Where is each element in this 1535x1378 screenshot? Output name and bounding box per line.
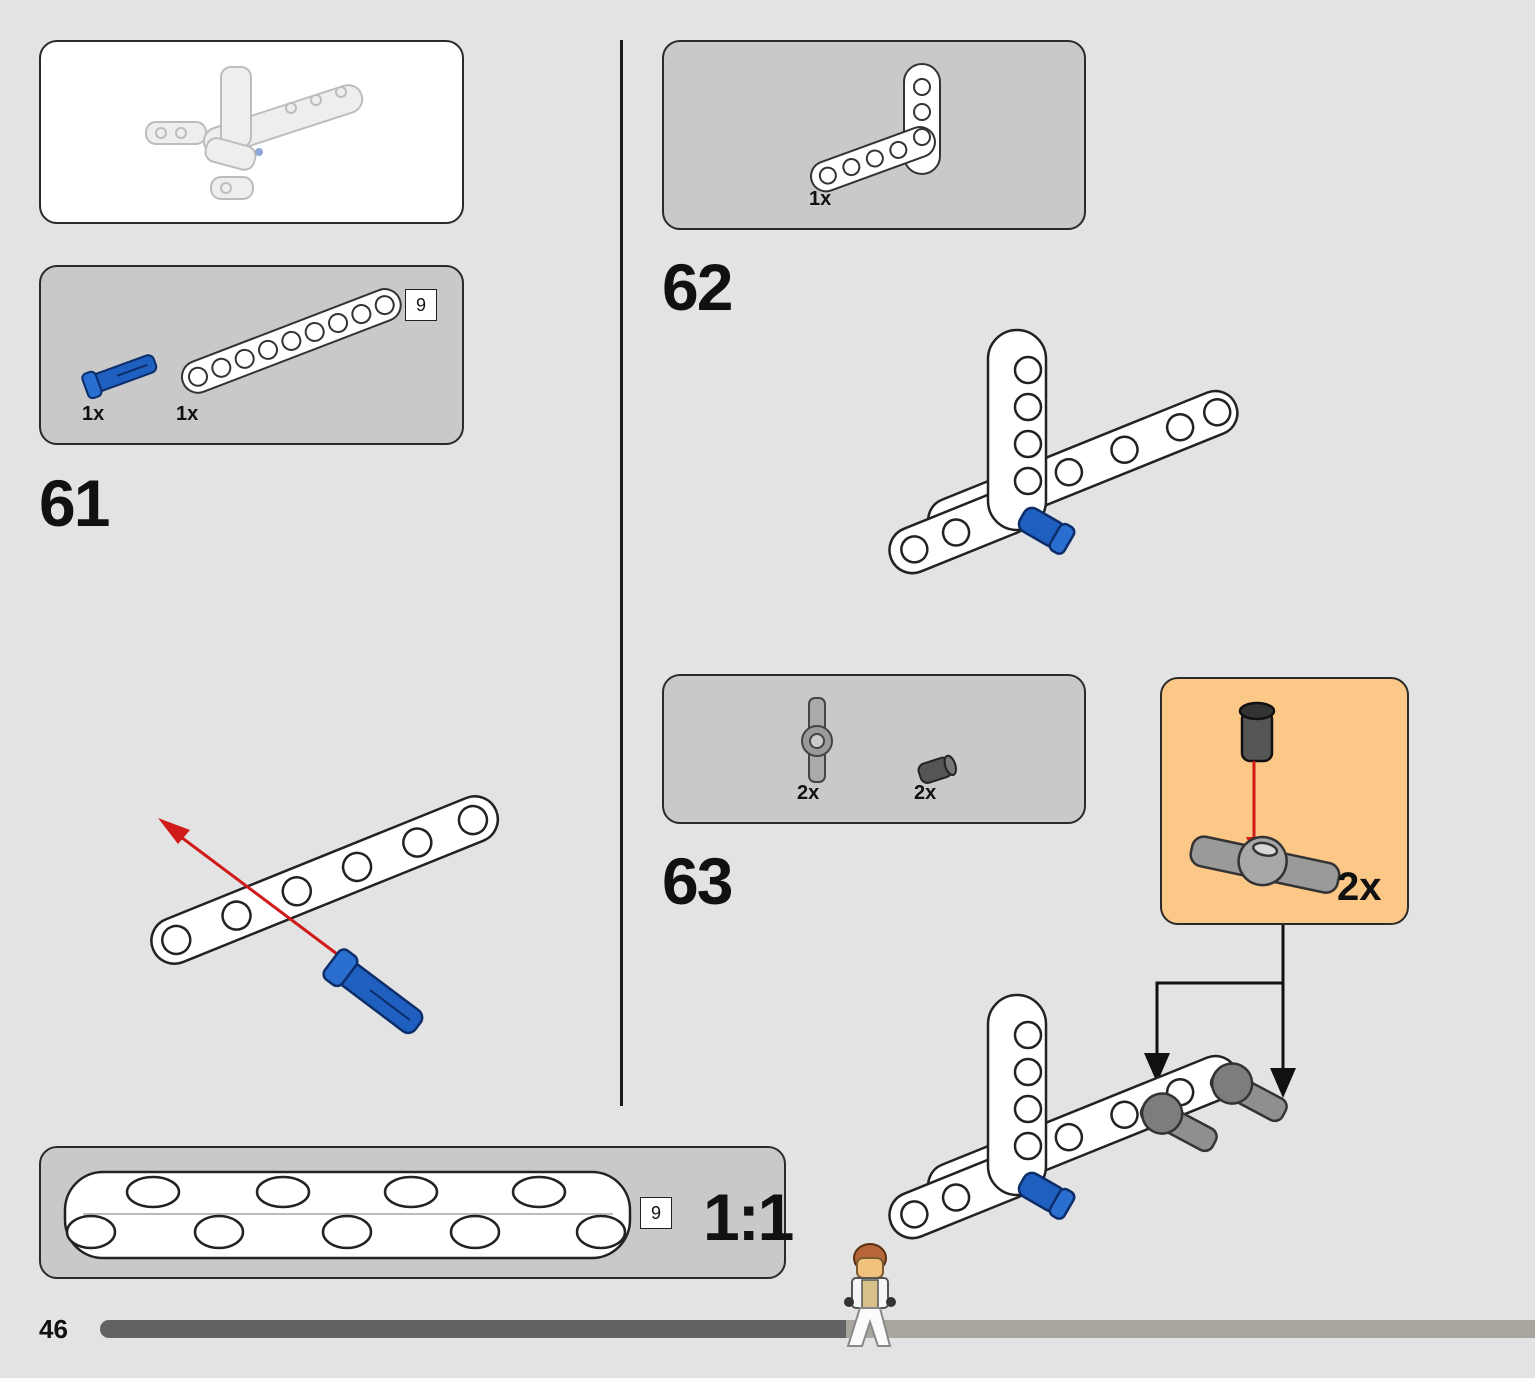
part-qty-blue-pin: 1x <box>82 403 105 425</box>
blue-pin-icon <box>81 354 158 400</box>
step-number-61: 61 <box>39 466 110 540</box>
callout-connector-arrows <box>1144 925 1296 1098</box>
subassembly-qty: 2x <box>1337 865 1382 909</box>
part-qty-beam: 1x <box>176 403 199 425</box>
dark-gray-pin-icon <box>917 754 957 784</box>
progress-bar <box>100 1320 1535 1338</box>
step62-parts-panel: 1x <box>662 40 1086 230</box>
part-qty-dark-pin: 2x <box>914 782 937 804</box>
model-overview-panel <box>39 40 464 224</box>
white-l-beam-icon <box>809 63 941 193</box>
gray-cross-connector-icon <box>801 697 833 783</box>
ruler-length-badge: 9 <box>640 1197 672 1229</box>
step-number-62: 62 <box>662 250 733 324</box>
subassembly-illustration <box>1189 701 1341 894</box>
progress-bar-fill <box>100 1320 847 1338</box>
step62-assembly-illustration <box>888 328 1239 575</box>
step-number-63: 63 <box>662 844 733 918</box>
step63-parts-panel: 2x 2x <box>662 674 1086 824</box>
model-preview-icon <box>145 66 364 200</box>
minifigure-icon <box>844 1243 896 1347</box>
step61-assembly-illustration <box>150 795 500 1035</box>
step61-parts-panel: 1x 1x 9 <box>39 265 464 445</box>
beam-ruler-icon <box>63 1170 632 1260</box>
page-number: 46 <box>39 1314 68 1344</box>
part-qty-cross-connector: 2x <box>797 782 820 804</box>
subassembly-callout: 2x <box>1160 677 1409 925</box>
white-beam-9-icon <box>181 288 402 394</box>
step63-assembly-illustration <box>888 993 1288 1240</box>
beam-length-badge: 9 <box>405 289 437 321</box>
scale-label: 1:1 <box>703 1180 794 1254</box>
scale-ruler-panel: 9 1:1 <box>39 1146 794 1279</box>
part-qty-l-beam: 1x <box>809 188 832 210</box>
column-divider <box>620 40 623 1106</box>
